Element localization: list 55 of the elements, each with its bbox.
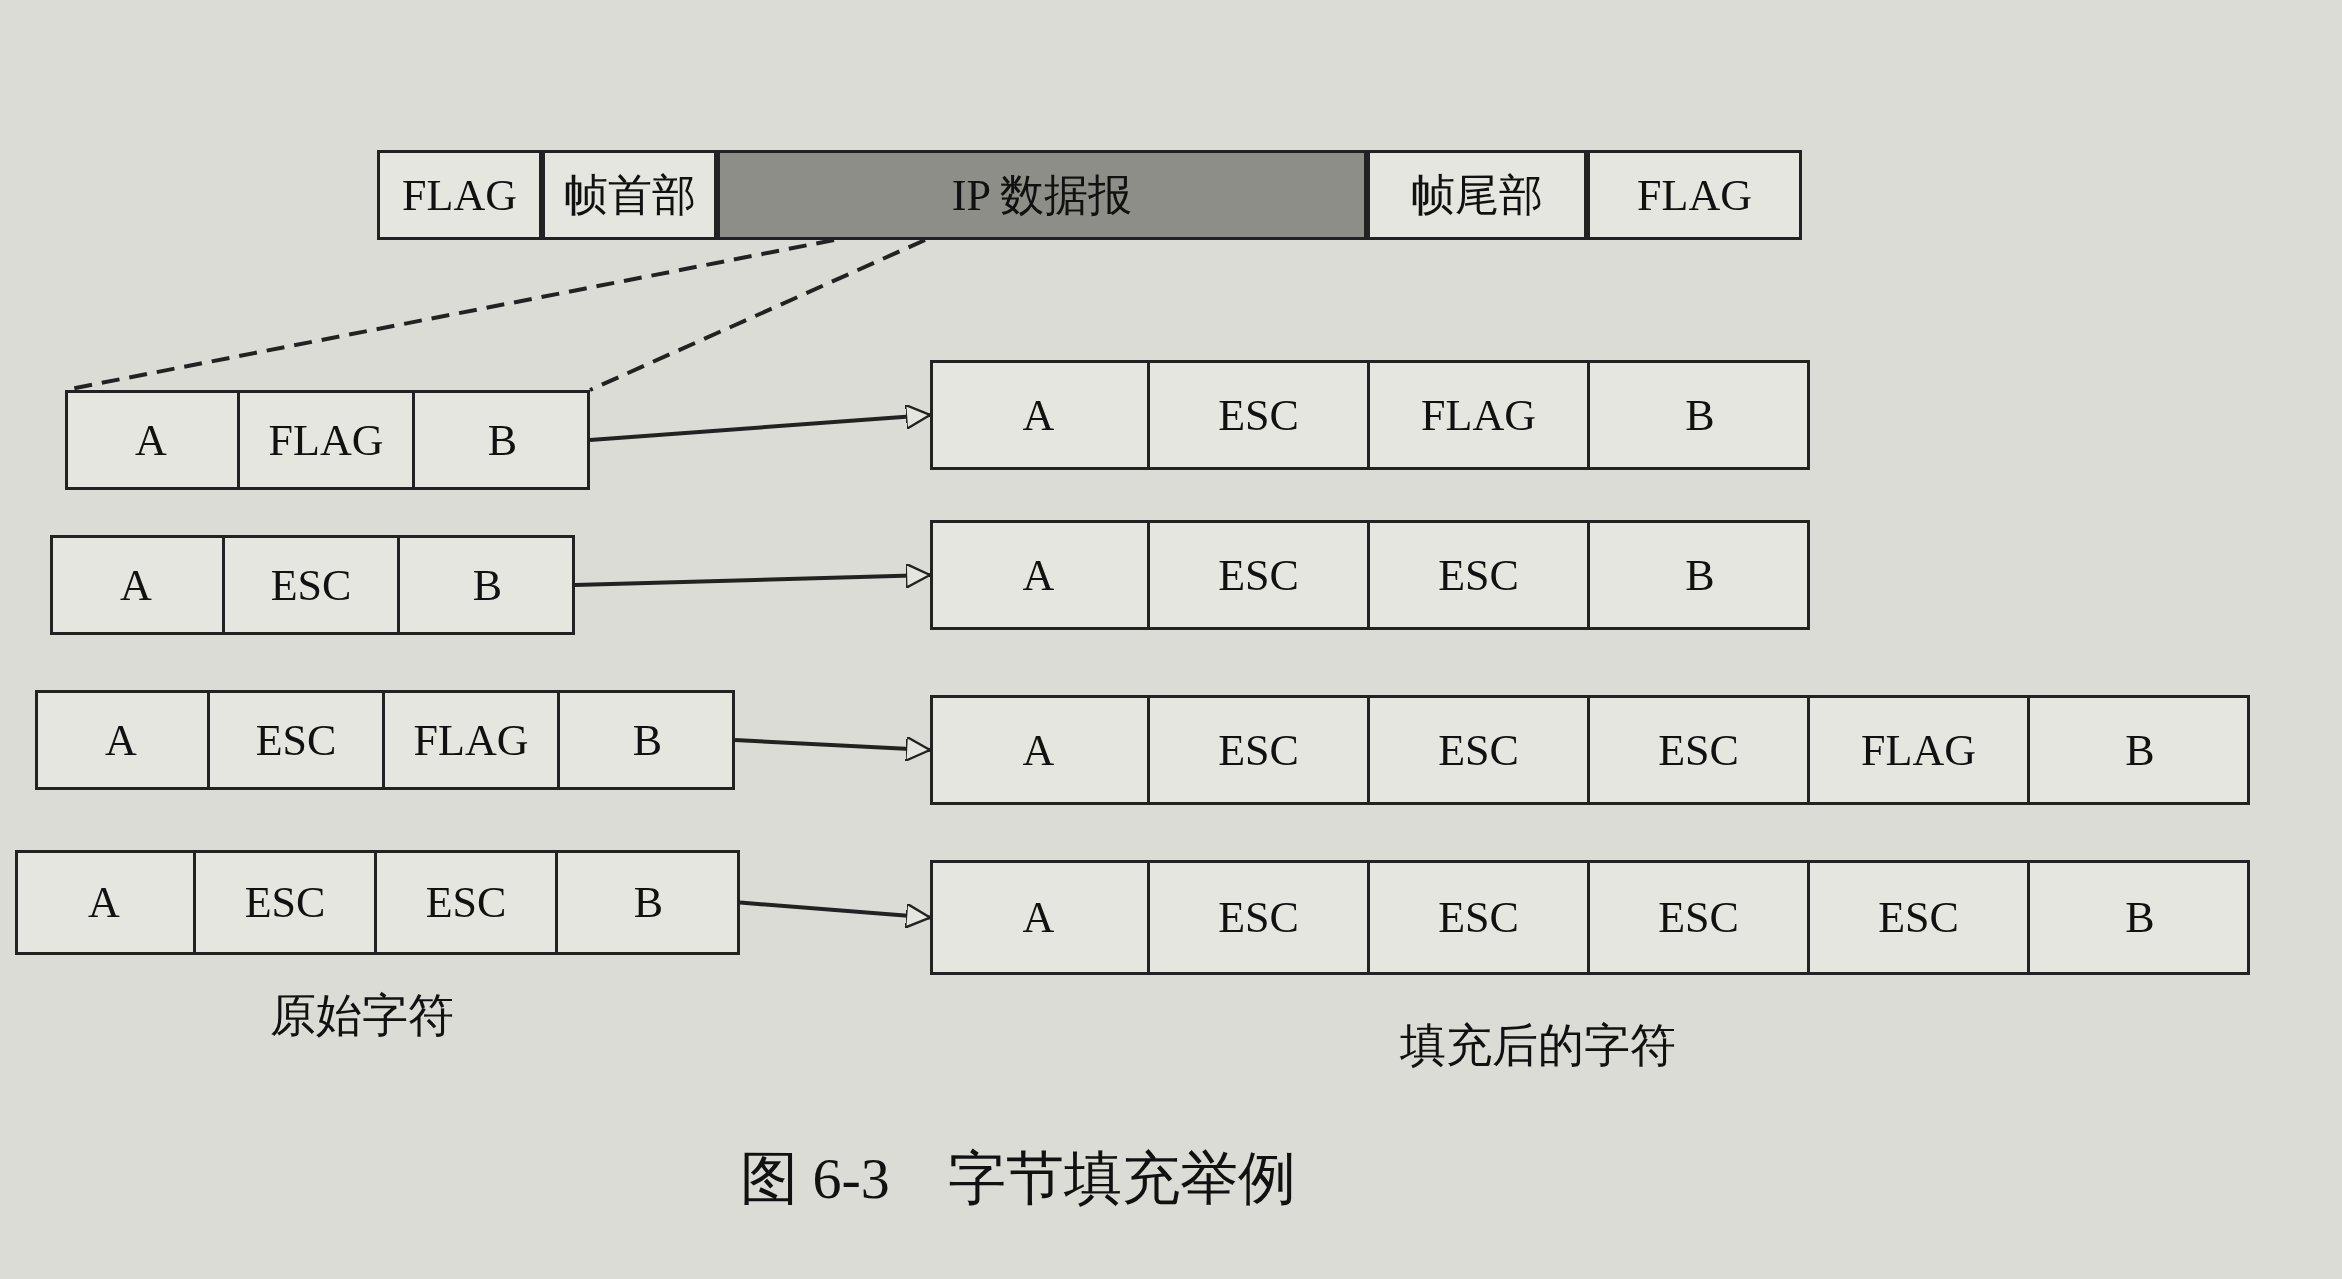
byte-cell: A <box>50 535 225 635</box>
byte-cell: FLAG <box>240 390 415 490</box>
column-label: 填充后的字符 <box>1400 1019 1676 1073</box>
byte-cell: ESC <box>196 850 377 955</box>
byte-cell: A <box>15 850 196 955</box>
byte-cell: ESC <box>1150 360 1370 470</box>
byte-cell: B <box>560 690 735 790</box>
arrow <box>734 735 932 762</box>
byte-row <box>930 520 1810 630</box>
figure-caption: 图 6-3 字节填充举例 <box>740 1145 1296 1213</box>
byte-cell: ESC <box>225 535 400 635</box>
byte-cell: B <box>558 850 739 955</box>
byte-row <box>15 850 740 955</box>
arrow <box>589 403 932 442</box>
byte-cell: ESC <box>1370 695 1590 805</box>
byte-cell: FLAG <box>385 690 560 790</box>
frame-field: 帧尾部 <box>1367 150 1587 240</box>
dashed-line <box>589 238 926 392</box>
frame-field: 帧首部 <box>542 150 717 240</box>
frame-field: FLAG <box>377 150 542 240</box>
byte-cell: B <box>2030 695 2250 805</box>
byte-cell: ESC <box>1370 860 1590 975</box>
byte-cell: B <box>1590 360 1810 470</box>
byte-cell: A <box>930 360 1150 470</box>
byte-cell: B <box>2030 860 2250 975</box>
byte-cell: A <box>930 695 1150 805</box>
byte-row <box>930 860 2250 975</box>
byte-cell: ESC <box>210 690 385 790</box>
byte-cell: A <box>930 520 1150 630</box>
byte-cell: A <box>65 390 240 490</box>
arrow <box>739 900 932 929</box>
byte-cell: ESC <box>1810 860 2030 975</box>
byte-cell: ESC <box>1590 860 1810 975</box>
frame-field: IP 数据报 <box>717 150 1367 240</box>
byte-cell: A <box>35 690 210 790</box>
byte-cell: B <box>415 390 590 490</box>
byte-row <box>50 535 575 635</box>
byte-row <box>930 695 2250 805</box>
byte-row <box>35 690 735 790</box>
byte-cell: ESC <box>1150 695 1370 805</box>
byte-row <box>930 360 1810 470</box>
frame-field: FLAG <box>1587 150 1802 240</box>
byte-cell: ESC <box>1370 520 1590 630</box>
byte-cell: FLAG <box>1810 695 2030 805</box>
byte-cell: ESC <box>1590 695 1810 805</box>
byte-cell: B <box>1590 520 1810 630</box>
byte-cell: FLAG <box>1370 360 1590 470</box>
byte-cell: ESC <box>1150 520 1370 630</box>
byte-cell: A <box>930 860 1150 975</box>
byte-cell: ESC <box>377 850 558 955</box>
arrow <box>574 562 932 589</box>
column-label: 原始字符 <box>270 989 454 1043</box>
byte-row <box>65 390 590 490</box>
byte-cell: ESC <box>1150 860 1370 975</box>
byte-cell: B <box>400 535 575 635</box>
